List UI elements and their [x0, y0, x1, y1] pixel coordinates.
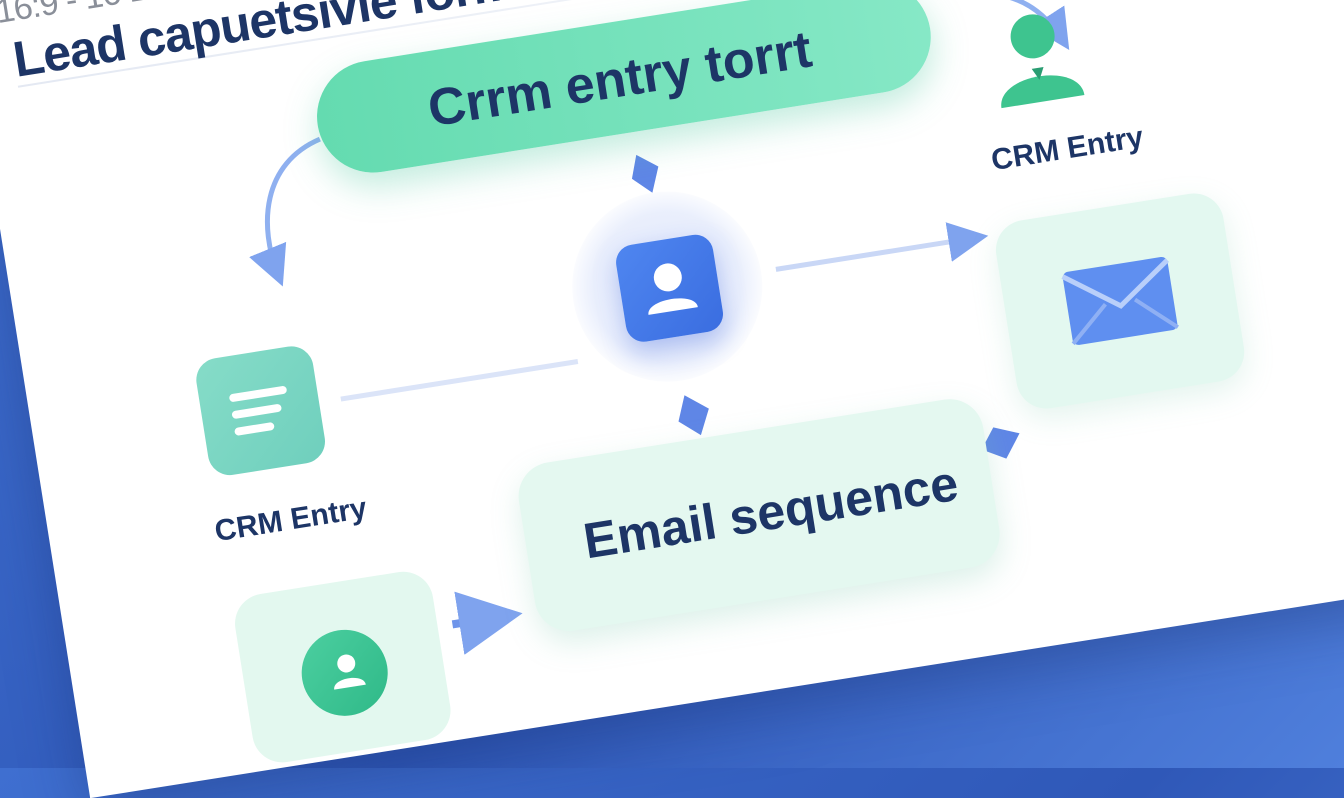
diamond-top [631, 154, 659, 193]
arrow-pill-to-form [249, 136, 321, 287]
email-sequence-label: Email sequence [579, 454, 962, 570]
mail-box[interactable] [991, 189, 1249, 413]
arrow-pill-to-person [934, 0, 1070, 50]
arrow-chat-to-email [451, 591, 523, 655]
form-tile[interactable] [193, 343, 329, 479]
chat-bubble-user-icon [295, 623, 394, 723]
user-card-icon [648, 263, 698, 315]
form-lines-icon [229, 386, 287, 436]
mail-envelope-icon [1061, 256, 1179, 346]
person-node[interactable] [979, 0, 1093, 113]
diamond-bottom [678, 395, 709, 436]
chat-box[interactable] [230, 567, 455, 767]
arrow-center-to-right [775, 222, 989, 272]
person-icon [1001, 14, 1085, 109]
diamond-right [981, 427, 1020, 459]
line-form-to-center [340, 359, 579, 402]
center-user-tile[interactable] [613, 232, 726, 345]
